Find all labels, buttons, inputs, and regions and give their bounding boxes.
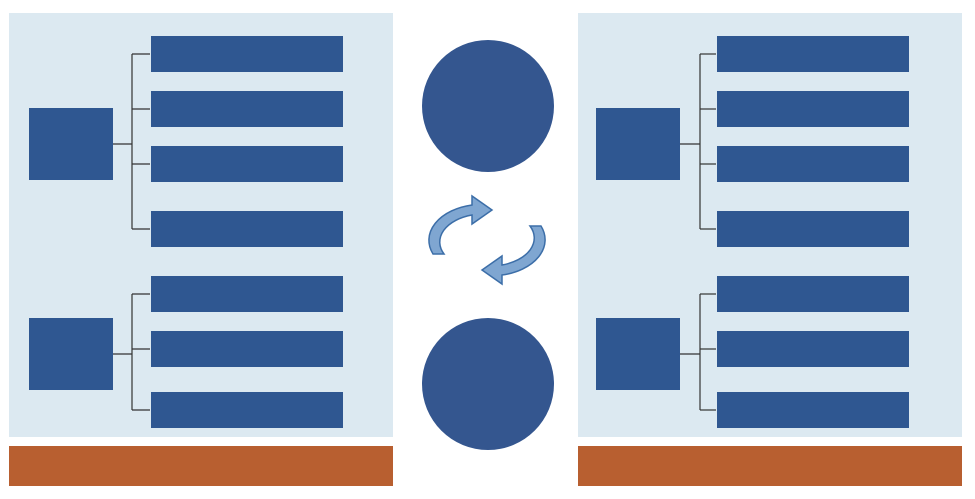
right-root-emergency-placement xyxy=(596,108,680,180)
circle-emergency-activation xyxy=(422,318,554,450)
right-ellipsis-2 xyxy=(717,368,909,388)
right-item-safe-transfer xyxy=(717,331,909,367)
left-item-entry-order xyxy=(151,392,343,428)
right-item-living-support xyxy=(717,91,909,127)
left-ellipsis-1 xyxy=(151,187,343,207)
right-item-service-support xyxy=(717,146,909,182)
left-item-system-construction xyxy=(151,91,343,127)
left-item-activation-conditions xyxy=(151,276,343,312)
right-root-facility-closure xyxy=(596,318,680,390)
left-root-daily-management xyxy=(29,108,113,180)
footer-normal-to-emergency xyxy=(9,446,393,486)
left-ellipsis-2 xyxy=(151,368,343,388)
arrow-lower xyxy=(480,225,546,286)
cycle-arrows xyxy=(428,194,546,286)
left-item-publicity-drills xyxy=(151,211,343,247)
left-item-facility-maintenance xyxy=(151,146,343,182)
left-item-management-requirements xyxy=(151,36,343,72)
right-item-collaborative-rescue xyxy=(717,211,909,247)
right-ellipsis-1 xyxy=(717,187,909,207)
right-item-closure-conditions xyxy=(717,276,909,312)
right-item-operation-support xyxy=(717,36,909,72)
circle-normal-operation xyxy=(422,40,554,172)
left-item-activation-matters xyxy=(151,331,343,367)
right-item-function-restore xyxy=(717,392,909,428)
arrow-upper xyxy=(428,194,494,255)
cycle-label xyxy=(436,226,536,254)
left-root-emergency-start xyxy=(29,318,113,390)
footer-emergency-to-normal xyxy=(578,446,962,486)
